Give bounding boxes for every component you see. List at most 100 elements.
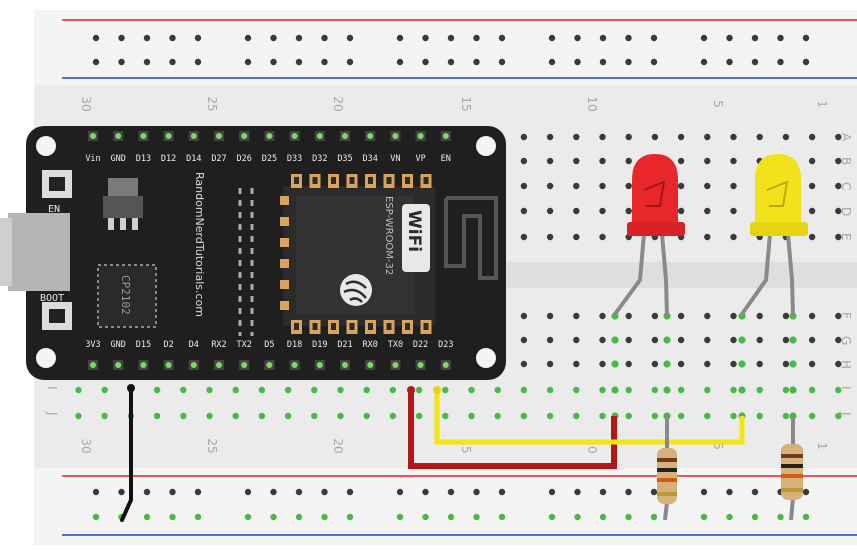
- terminal-hole: [677, 360, 685, 368]
- terminal-hole: [546, 207, 554, 215]
- rail-hole: [143, 34, 151, 42]
- regulator-pin: [120, 218, 126, 230]
- pin-label-bottom: D5: [264, 340, 274, 350]
- terminal-hole: [704, 386, 711, 394]
- rail-hole: [650, 58, 658, 66]
- terminal-hole: [337, 412, 344, 420]
- row-letter: J: [45, 411, 59, 416]
- header-pin-contact: [266, 133, 273, 139]
- terminal-hole: [573, 157, 580, 165]
- boot-button-cap: [49, 309, 65, 323]
- mount-hole: [36, 136, 56, 156]
- terminal-hole: [599, 157, 606, 165]
- rail-hole: [396, 58, 404, 66]
- terminal-hole: [546, 386, 554, 394]
- terminal-hole: [756, 336, 763, 344]
- rail-hole: [422, 34, 429, 42]
- pin-label-bottom: D4: [189, 340, 199, 350]
- terminal-hole: [153, 386, 161, 394]
- header-pin-contact: [417, 133, 424, 139]
- terminal-hole: [75, 412, 82, 420]
- terminal-hole: [520, 336, 528, 344]
- terminal-hole: [704, 133, 711, 141]
- terminal-hole: [730, 207, 737, 215]
- terminal-hole: [782, 133, 790, 141]
- terminal-hole: [651, 336, 659, 344]
- wire-end: [433, 386, 441, 394]
- terminal-hole: [599, 360, 606, 368]
- pin-label-top: D14: [186, 154, 201, 164]
- column-number: 5: [711, 442, 725, 450]
- terminal-hole: [677, 312, 685, 320]
- column-number: 30: [79, 438, 93, 453]
- row-letter: D: [839, 207, 853, 216]
- terminal-hole: [625, 412, 632, 420]
- rail-hole: [650, 488, 658, 496]
- chip-label: CP2102: [119, 275, 132, 315]
- usb-uart-chip: [97, 264, 157, 328]
- pin-label-bottom: TX2: [237, 340, 252, 350]
- rail-hole: [270, 58, 277, 66]
- terminal-hole: [232, 412, 239, 420]
- terminal-hole: [101, 412, 108, 420]
- pin-label-top: Vin: [85, 154, 100, 164]
- rail-hole: [295, 34, 303, 42]
- regulator: [103, 196, 143, 218]
- rail-hole: [777, 34, 784, 42]
- header-pin-contact: [165, 362, 172, 368]
- column-number: 1: [815, 100, 829, 108]
- header-pin-contact: [266, 362, 273, 368]
- rail-hole: [700, 488, 708, 496]
- rail-hole: [447, 58, 455, 66]
- mount-hole: [476, 348, 496, 368]
- yellow-led-rim: [750, 222, 808, 236]
- resistor-lead: [663, 501, 669, 521]
- terminal-hole: [468, 412, 475, 420]
- terminal-hole: [730, 386, 737, 394]
- connected-hole: [611, 386, 619, 394]
- terminal-hole: [677, 336, 685, 344]
- terminal-hole: [573, 412, 580, 420]
- pin-label-top: VP: [415, 154, 425, 164]
- column-number: 20: [331, 438, 345, 453]
- terminal-hole: [468, 386, 475, 394]
- column-number: 10: [585, 96, 599, 111]
- pin-label-top: D26: [237, 154, 252, 164]
- header-pin-contact: [241, 133, 248, 139]
- module-side-pad: [280, 238, 289, 247]
- terminal-hole: [599, 133, 606, 141]
- header-pin-contact: [115, 362, 122, 368]
- boot-label: BOOT: [40, 293, 64, 304]
- rail-hole: [574, 58, 581, 66]
- connected-hole: [663, 336, 671, 344]
- rail-hole: [599, 34, 607, 42]
- module-side-pad: [280, 280, 289, 289]
- module-pad-hole: [312, 323, 318, 330]
- module-pad-hole: [294, 323, 299, 330]
- terminal-hole: [546, 182, 554, 190]
- rail-hole-connected: [599, 513, 607, 521]
- header-pin-contact: [367, 133, 374, 139]
- terminal-hole: [730, 412, 737, 420]
- rail-hole: [396, 488, 404, 496]
- pin-label-bottom: D19: [312, 340, 327, 350]
- rail-hole: [447, 488, 455, 496]
- mount-hole: [36, 348, 56, 368]
- terminal-hole: [835, 336, 842, 344]
- rail-hole: [346, 488, 354, 496]
- pin-label-top: D25: [262, 154, 277, 164]
- pin-label-top: VN: [390, 154, 400, 164]
- terminal-hole: [442, 386, 449, 394]
- terminal-hole: [599, 312, 606, 320]
- terminal-hole: [808, 233, 816, 241]
- rail-hole: [270, 488, 277, 496]
- rail-hole: [498, 58, 506, 66]
- row-letter: F: [839, 312, 853, 319]
- terminal-hole: [677, 157, 685, 165]
- terminal-hole: [651, 360, 659, 368]
- terminal-hole: [625, 182, 632, 190]
- connected-hole: [738, 386, 746, 394]
- resistor-band: [657, 492, 677, 496]
